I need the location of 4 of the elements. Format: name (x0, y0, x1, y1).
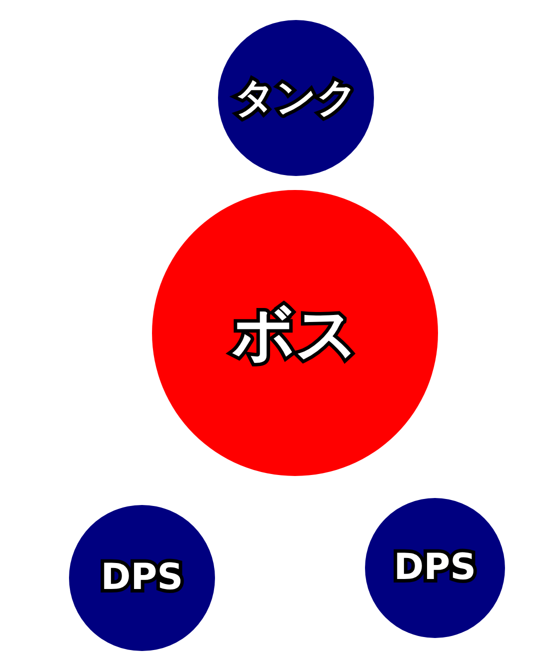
node-label: DPS (100, 556, 184, 600)
node-label: ボス (232, 296, 358, 372)
node-label: DPS (394, 546, 476, 590)
node-label: タンク (234, 74, 358, 123)
